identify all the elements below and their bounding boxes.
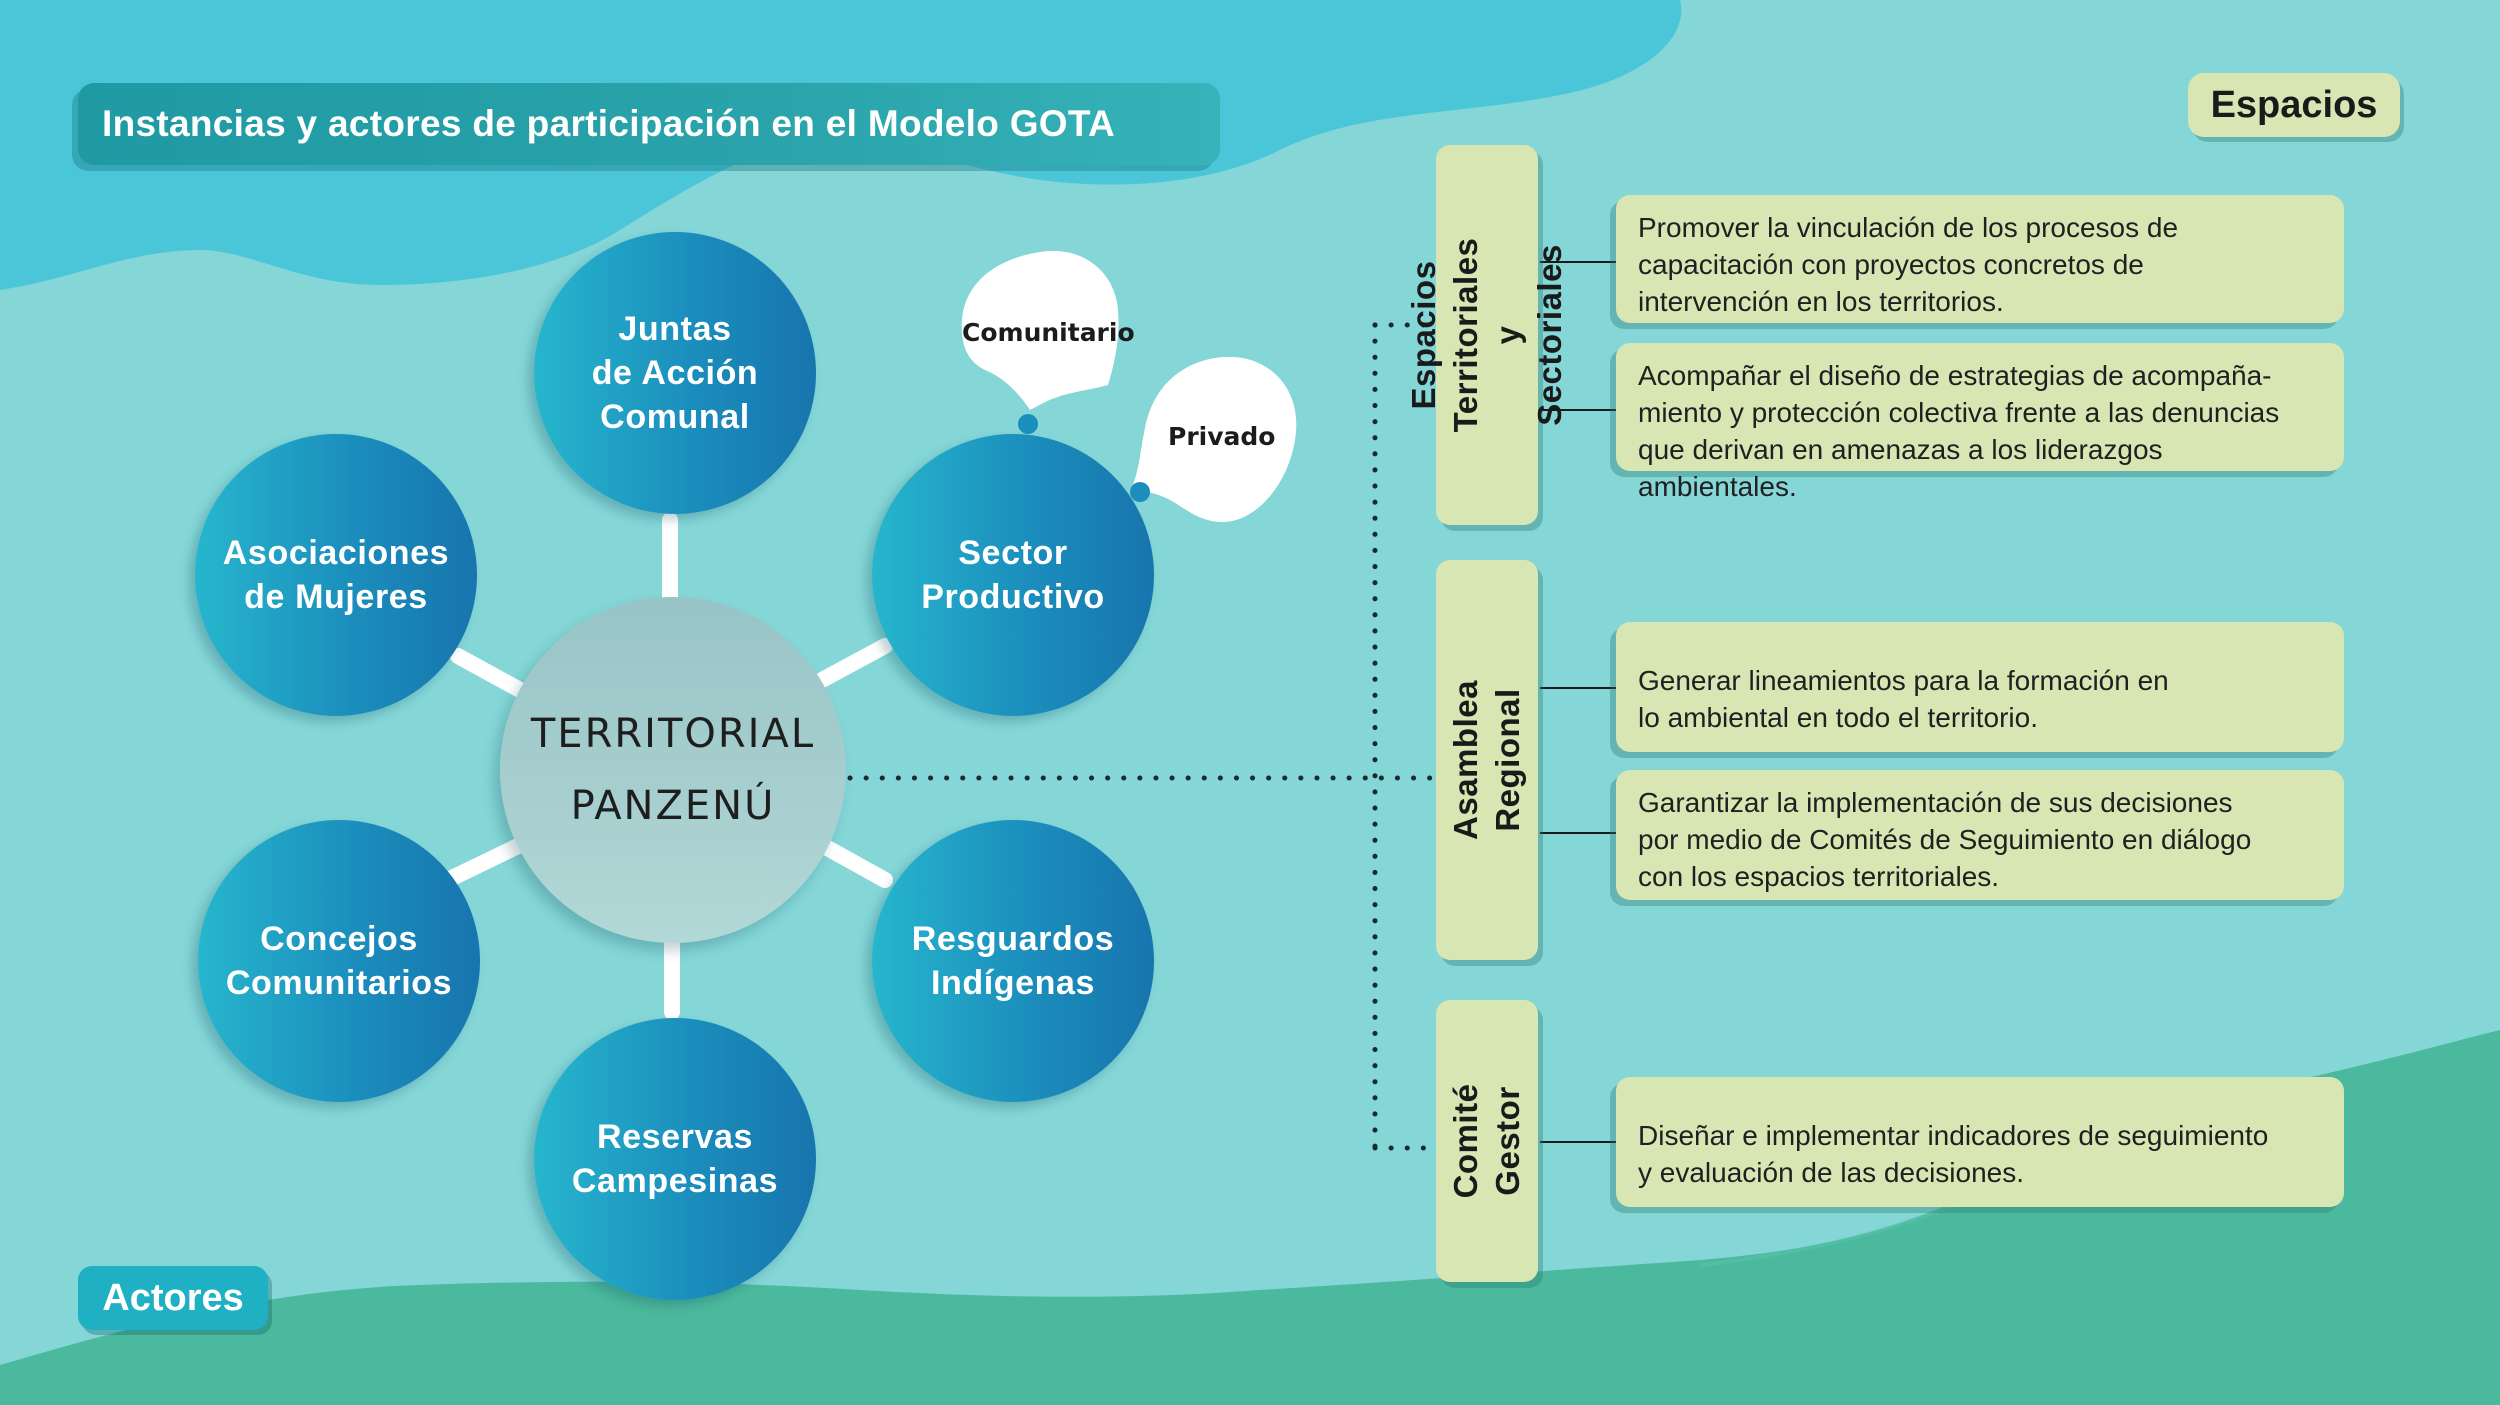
privado-bubble (1130, 356, 1297, 523)
actor-sector-label: Sector Productivo (921, 534, 1105, 616)
space-label-asamblea: Asamblea Regional (1447, 680, 1526, 840)
comunitario-bubble-shape (961, 250, 1119, 410)
actores-tag: Actores (78, 1266, 268, 1330)
desc-asamblea-2: Garantizar la implementación de sus deci… (1616, 770, 2344, 900)
desc-territoriales-1-text: Promover la vinculación de los procesos … (1638, 212, 2179, 317)
comunitario-bubble-dot (1018, 414, 1038, 434)
privado-bubble-label: Privado (1168, 422, 1276, 451)
actor-concejos-circle: Concejos Comunitarios (198, 820, 480, 1102)
desc-comite-1: Diseñar e implementar indicadores de seg… (1616, 1077, 2344, 1207)
space-card-comite: Comité Gestor (1436, 1000, 1538, 1282)
page-title: Instancias y actores de participación en… (102, 103, 1116, 144)
actor-resguardos-label: Resguardos Indígenas (911, 920, 1115, 1002)
actor-connectors (444, 512, 893, 1020)
actor-resguardos-circle: Resguardos Indígenas (872, 820, 1154, 1102)
actor-asociaciones-label: Asociaciones de Mujeres (222, 534, 450, 616)
comunitario-bubble (961, 250, 1119, 434)
actor-juntas-label: Juntas de Acción Comunal (591, 310, 759, 436)
space-label-territoriales: Espacios Territoriales y Sectoriales (1405, 237, 1568, 433)
top-wave-shape (0, 0, 1682, 290)
desc-connectors (1540, 261, 1616, 1143)
espacios-label: Espacios (2210, 83, 2378, 126)
center-line-1: TERRITORIAL (530, 711, 816, 757)
space-card-territoriales: Espacios Territoriales y Sectoriales (1405, 145, 1568, 525)
actor-sector-circle: Sector Productivo (872, 434, 1154, 716)
actor-juntas-circle: Juntas de Acción Comunal (534, 232, 816, 514)
connector-sector (814, 638, 893, 688)
desc-territoriales-2-text: Acompañar el diseño de estrategias de ac… (1638, 360, 2280, 502)
center-line-2: PANZENÚ (570, 783, 776, 829)
actor-reservas-circle: Reservas Campesinas (534, 1018, 816, 1300)
comunitario-bubble-label: Comunitario (962, 318, 1135, 347)
actor-reservas-label: Reservas Campesinas (571, 1118, 779, 1200)
connector-concejos (444, 837, 528, 886)
espacios-tag: Espacios (2188, 73, 2400, 137)
connector-resguardos (814, 837, 893, 888)
space-label-comite: Comité Gestor (1447, 1083, 1526, 1199)
bottom-wave-shape (0, 1030, 2500, 1405)
title-banner: Instancias y actores de participación en… (78, 83, 1220, 165)
desc-territoriales-2: Acompañar el diseño de estrategias de ac… (1616, 343, 2344, 502)
connector-asociaciones (450, 648, 528, 698)
desc-territoriales-1: Promover la vinculación de los procesos … (1616, 195, 2344, 323)
actores-label: Actores (102, 1276, 244, 1319)
actor-concejos-label: Concejos Comunitarios (225, 920, 453, 1002)
actor-asociaciones-circle: Asociaciones de Mujeres (195, 434, 477, 716)
privado-bubble-shape (1130, 356, 1297, 523)
space-card-asamblea: Asamblea Regional (1436, 560, 1538, 960)
desc-asamblea-1-text: Generar lineamientos para la formación e… (1638, 665, 2169, 733)
desc-asamblea-2-text: Garantizar la implementación de sus deci… (1638, 787, 2252, 892)
desc-asamblea-1: Generar lineamientos para la formación e… (1616, 622, 2344, 752)
desc-comite-1-text: Diseñar e implementar indicadores de seg… (1638, 1120, 2269, 1188)
center-territorial-circle: TERRITORIAL PANZENÚ (500, 597, 846, 943)
privado-bubble-dot (1130, 482, 1150, 502)
dotted-connectors (847, 322, 1433, 1151)
